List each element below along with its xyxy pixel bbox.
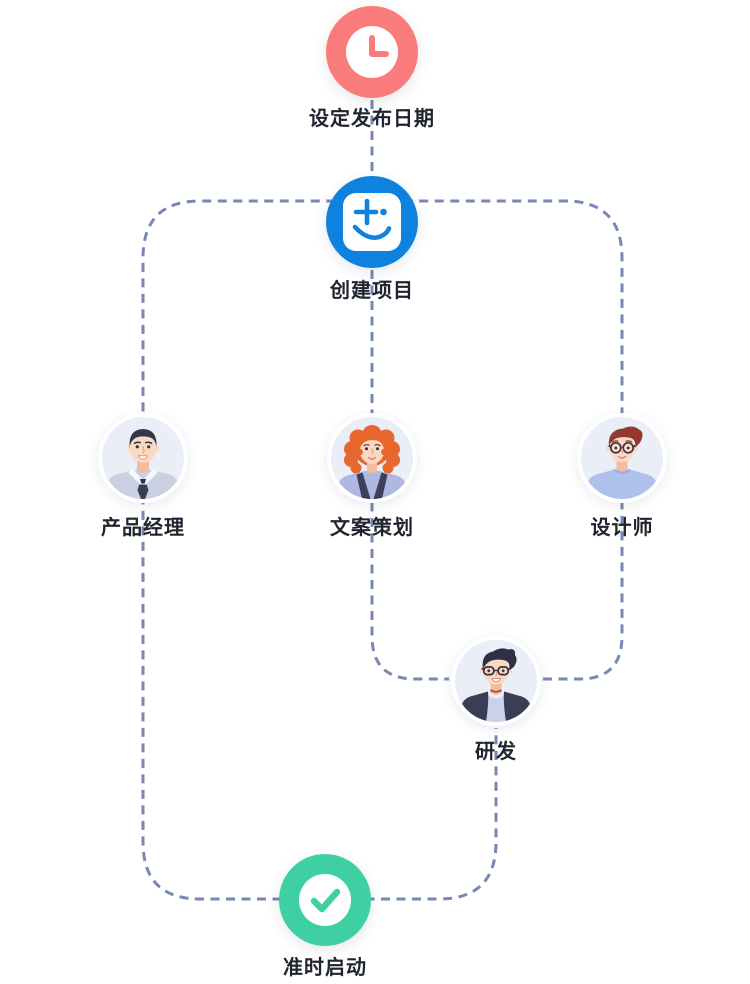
node-create-project[interactable] xyxy=(326,176,418,268)
node-launch-on-time[interactable] xyxy=(279,854,371,946)
role-label-developer: 研发 xyxy=(475,741,517,763)
connector-project-loop-to-dev xyxy=(141,199,624,901)
node-label-create-project: 创建项目 xyxy=(330,280,414,302)
male-developer-illustration xyxy=(455,640,537,722)
female-copywriter-illustration xyxy=(331,417,413,499)
male-designer-illustration xyxy=(581,417,663,499)
avatar-product-manager[interactable] xyxy=(98,413,188,503)
role-label-product-manager: 产品经理 xyxy=(101,517,185,539)
node-set-release-date[interactable] xyxy=(326,6,418,98)
avatar-designer[interactable] xyxy=(577,413,667,503)
check-icon xyxy=(299,874,351,926)
role-label-copywriter: 文案策划 xyxy=(330,517,414,539)
connector-center-branch xyxy=(370,270,449,681)
clock-icon xyxy=(346,26,398,78)
node-label-launch-on-time: 准时启动 xyxy=(283,957,367,979)
male-product-manager-illustration xyxy=(102,417,184,499)
avatar-developer[interactable] xyxy=(451,636,541,726)
node-label-set-release-date: 设定发布日期 xyxy=(309,108,435,130)
avatar-copywriter[interactable] xyxy=(327,413,417,503)
teambition-logo-icon xyxy=(343,193,401,251)
role-label-designer: 设计师 xyxy=(590,517,654,539)
